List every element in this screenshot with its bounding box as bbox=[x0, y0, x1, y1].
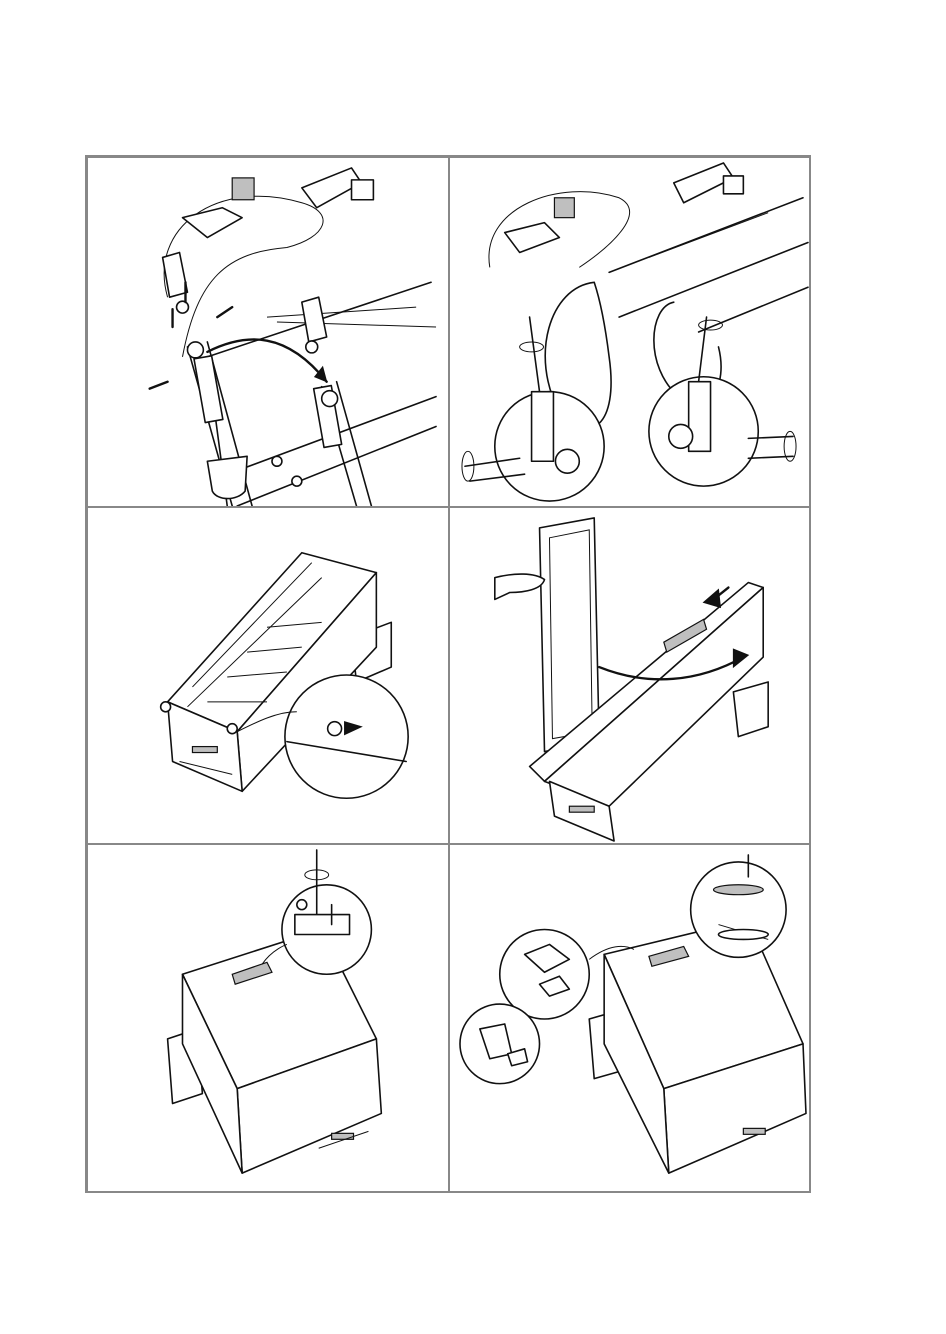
panel-3-cabinet-plug bbox=[87, 507, 449, 844]
hinge-disassembly-icon bbox=[88, 158, 448, 506]
cabinet-plug-icon bbox=[88, 508, 448, 843]
handle-screw-icon bbox=[88, 845, 448, 1192]
instruction-grid bbox=[85, 155, 811, 1193]
panel-1-hinge-disassembly bbox=[87, 157, 449, 507]
panel-4-door-swap bbox=[449, 507, 811, 844]
panel-6-cover-clip bbox=[449, 844, 811, 1193]
hinge-reassembly-icon bbox=[450, 158, 810, 506]
door-swap-icon bbox=[450, 508, 810, 843]
panel-5-handle-screw bbox=[87, 844, 449, 1193]
cover-clip-icon bbox=[450, 845, 810, 1192]
panel-2-hinge-reassembly bbox=[449, 157, 811, 507]
